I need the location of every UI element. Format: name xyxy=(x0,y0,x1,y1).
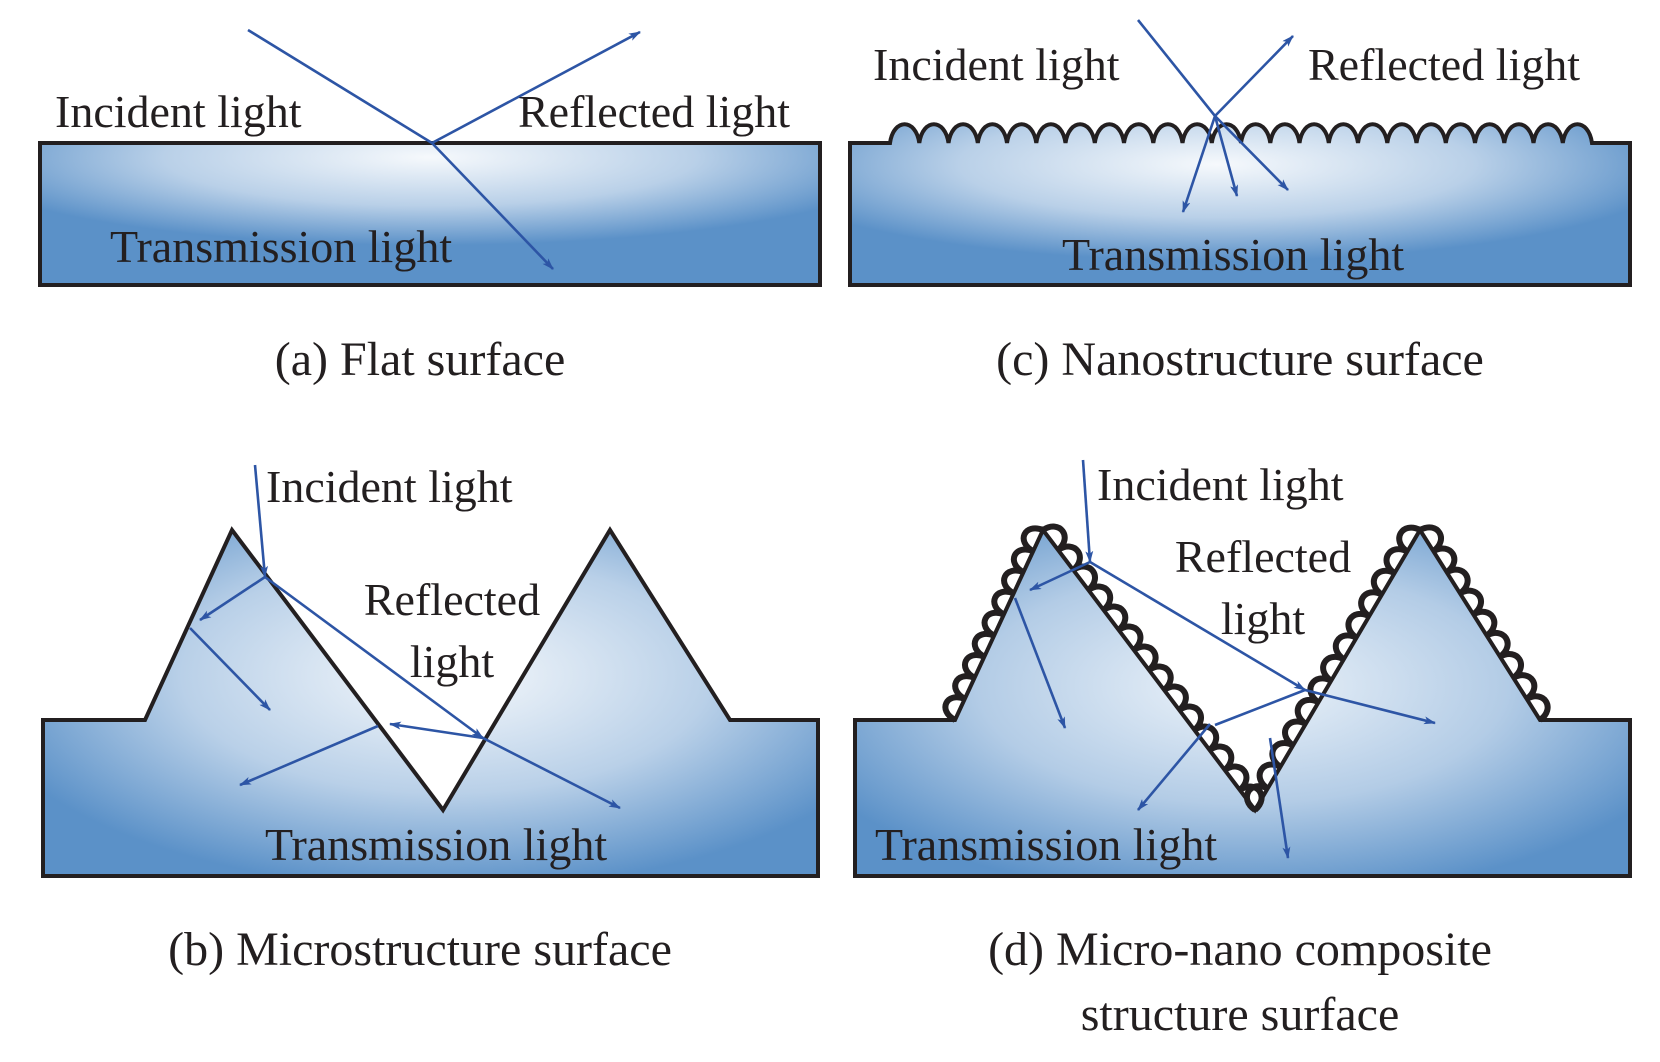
caption-b: (b) Microstructure surface xyxy=(168,923,672,976)
transmission-light-label: Transmission light xyxy=(1062,229,1404,280)
reflected-light-label-line2: light xyxy=(410,636,495,687)
panel-a-flat-surface: Incident light Reflected light Transmiss… xyxy=(38,28,822,386)
panel-d-micro-nano-composite-surface: Incident light Reflected light Transmiss… xyxy=(853,459,1632,1041)
transmitted-ray xyxy=(1214,115,1289,191)
reflected-ray xyxy=(1214,688,1306,727)
flat-material-block xyxy=(38,141,822,287)
reflected-ray xyxy=(1029,560,1091,592)
panel-b-microstructure-surface: Incident light Reflected light Transmiss… xyxy=(41,461,820,976)
nano-bump-coating xyxy=(942,523,1551,813)
incident-ray xyxy=(1136,19,1217,117)
caption-d-line2: structure surface xyxy=(1081,988,1400,1041)
caption-c: (c) Nanostructure surface xyxy=(996,333,1484,386)
composite-material-block xyxy=(853,526,1632,878)
incident-light-label: Incident light xyxy=(1097,459,1344,510)
transmitted-ray xyxy=(1181,115,1217,213)
transmitted-ray xyxy=(482,736,621,810)
reflected-light-label: Reflected light xyxy=(1308,39,1580,90)
reflected-ray xyxy=(1214,35,1294,117)
caption-a: (a) Flat surface xyxy=(275,333,566,386)
transmission-light-label: Transmission light xyxy=(875,819,1217,870)
incident-light-label: Incident light xyxy=(873,39,1120,90)
reflected-ray xyxy=(264,575,484,740)
panel-c-nanostructure-surface: Incident light Reflected light Transmiss… xyxy=(848,19,1632,386)
transmitted-ray xyxy=(189,627,271,711)
transmitted-ray xyxy=(1213,115,1239,197)
reflected-ray xyxy=(199,575,266,622)
transmitted-ray xyxy=(1013,597,1067,729)
transmission-light-label: Transmission light xyxy=(265,819,607,870)
reflected-ray xyxy=(389,721,484,740)
reflected-light-label: Reflected light xyxy=(518,86,790,137)
incident-light-label: Incident light xyxy=(55,86,302,137)
microstructure-material-block xyxy=(41,526,820,878)
reflected-ray xyxy=(1089,560,1306,692)
transmitted-ray xyxy=(1137,723,1211,811)
incident-ray xyxy=(1081,459,1094,563)
incident-ray xyxy=(247,28,433,145)
reflected-ray xyxy=(1304,688,1436,725)
reflected-ray xyxy=(431,30,641,145)
transmitted-ray xyxy=(1268,737,1291,859)
incident-ray xyxy=(253,464,269,578)
transmitted-ray xyxy=(239,724,379,787)
caption-d-line1: (d) Micro-nano composite xyxy=(988,923,1492,976)
transmitted-ray xyxy=(431,142,554,270)
transmission-light-label: Transmission light xyxy=(110,221,452,272)
reflected-light-label-line1: Reflected xyxy=(1175,531,1351,582)
reflected-light-label-line1: Reflected xyxy=(364,574,540,625)
incident-light-label: Incident light xyxy=(266,461,513,512)
reflected-light-label-line2: light xyxy=(1221,593,1306,644)
